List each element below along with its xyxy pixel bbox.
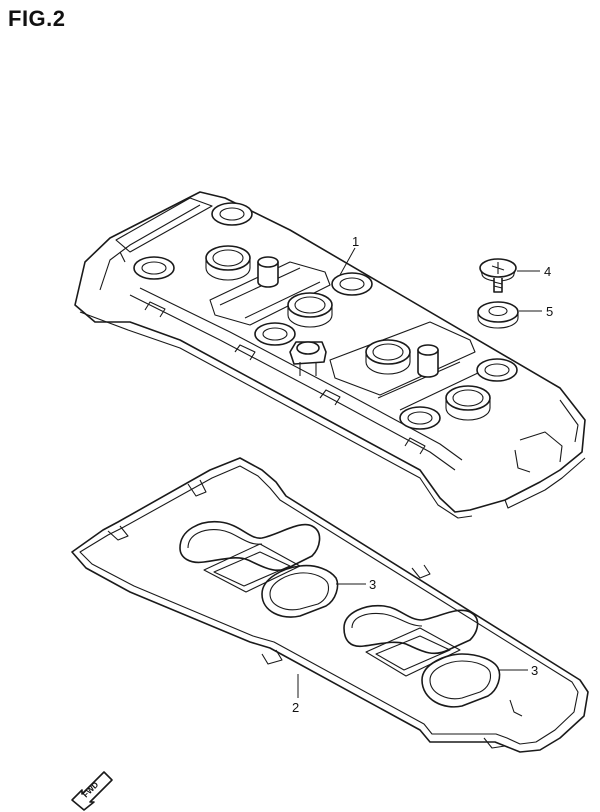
breather-fitting xyxy=(289,341,327,376)
breather-pipe xyxy=(417,344,439,378)
bolt-boss xyxy=(254,322,296,346)
callout-4: 4 xyxy=(544,264,551,279)
spark-plug-hole xyxy=(365,339,411,375)
spark-plug-hole xyxy=(205,245,251,281)
leader-line xyxy=(339,247,356,276)
plug-hole-seal-rear[interactable] xyxy=(343,604,501,708)
spark-plug-hole xyxy=(287,292,333,328)
cylinder-head-cover[interactable] xyxy=(74,191,586,519)
bolt-boss xyxy=(399,406,441,430)
breather-pipe xyxy=(257,256,279,288)
bolt-boss xyxy=(211,202,253,226)
bolt-boss xyxy=(476,358,518,382)
head-cover-gasket[interactable] xyxy=(71,457,589,753)
callout-1: 1 xyxy=(352,234,359,249)
callout-5: 5 xyxy=(546,304,553,319)
figure-title: FIG.2 xyxy=(8,6,66,31)
bolt-boss xyxy=(331,272,373,296)
cover-bolt[interactable] xyxy=(479,258,517,293)
seal-washer[interactable] xyxy=(477,301,519,329)
spark-plug-hole xyxy=(445,385,491,421)
bolt-boss xyxy=(133,256,175,280)
callout-2: 2 xyxy=(292,700,299,715)
callout-3-front: 3 xyxy=(369,577,376,592)
forward-arrow-icon: FWD xyxy=(71,771,113,811)
plug-hole-seal-front[interactable] xyxy=(179,521,339,618)
callout-3-rear: 3 xyxy=(531,663,538,678)
